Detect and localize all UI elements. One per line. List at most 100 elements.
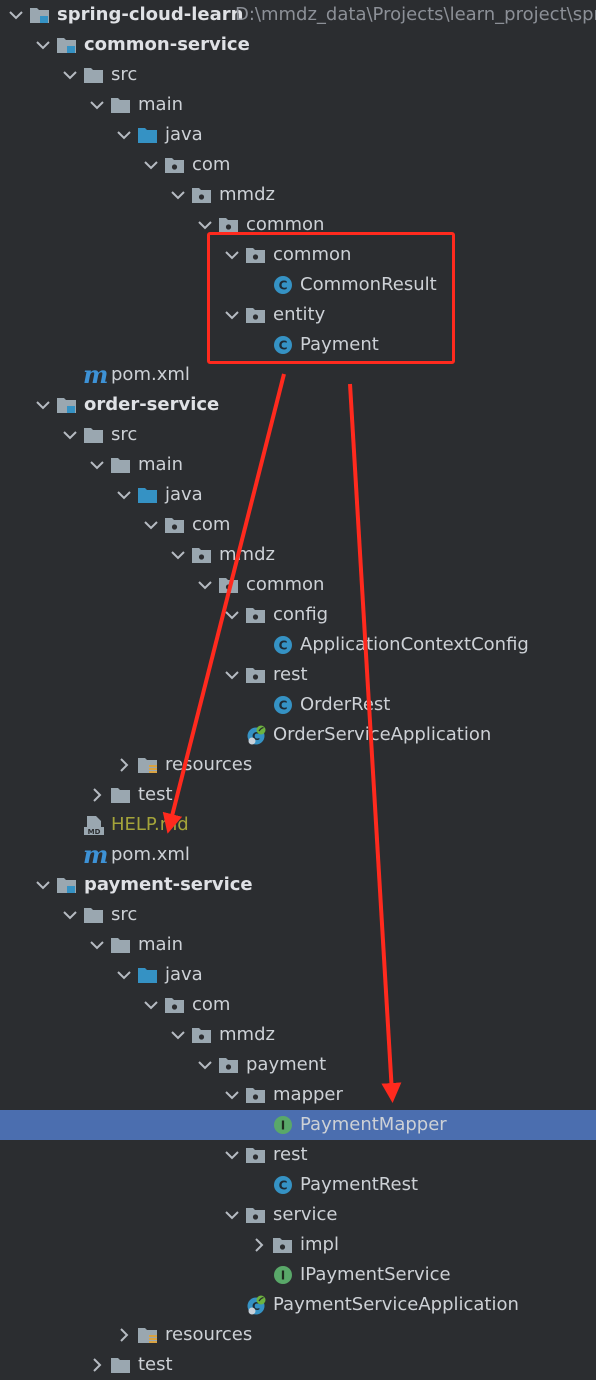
chevron-down-icon[interactable] — [196, 575, 214, 595]
tree-item-label: order-service — [84, 394, 220, 415]
tree-item-label: com — [192, 154, 231, 175]
tree-item-label: main — [138, 934, 183, 955]
svg-text:C: C — [279, 339, 288, 353]
tree-row-main[interactable]: main — [0, 930, 596, 960]
chevron-down-icon[interactable] — [169, 185, 187, 205]
tree-row-main[interactable]: main — [0, 90, 596, 120]
tree-item-label: spring-cloud-learn — [57, 4, 244, 25]
chevron-down-icon[interactable] — [88, 935, 106, 955]
tree-row-common[interactable]: common — [0, 240, 596, 270]
chevron-down-icon[interactable] — [34, 395, 52, 415]
chevron-down-icon[interactable] — [196, 215, 214, 235]
tree-item-label: config — [273, 604, 329, 625]
chevron-down-icon[interactable] — [115, 965, 133, 985]
folder-icon — [83, 425, 105, 445]
chevron-right-icon[interactable] — [88, 1355, 106, 1375]
chevron-down-icon[interactable] — [34, 35, 52, 55]
tree-item-label: src — [111, 904, 138, 925]
tree-row-com[interactable]: com — [0, 150, 596, 180]
tree-row-mapper[interactable]: mapper — [0, 1080, 596, 1110]
chevron-right-icon[interactable] — [115, 1325, 133, 1345]
chevron-right-icon[interactable] — [250, 1235, 268, 1255]
chevron-down-icon[interactable] — [115, 485, 133, 505]
package-icon — [245, 305, 267, 325]
tree-row-src[interactable]: src — [0, 60, 596, 90]
tree-row-entity[interactable]: entity — [0, 300, 596, 330]
tree-row-main[interactable]: main — [0, 450, 596, 480]
chevron-down-icon[interactable] — [142, 515, 160, 535]
tree-row-mmdz[interactable]: mmdz — [0, 1020, 596, 1050]
tree-row-mmdz[interactable]: mmdz — [0, 540, 596, 570]
tree-item-label: ApplicationContextConfig — [300, 634, 529, 655]
tree-item-label: java — [165, 964, 203, 985]
chevron-down-icon[interactable] — [88, 455, 106, 475]
tree-row-config[interactable]: config — [0, 600, 596, 630]
chevron-down-icon[interactable] — [61, 65, 79, 85]
source-folder-icon — [137, 485, 159, 505]
chevron-down-icon[interactable] — [169, 545, 187, 565]
chevron-down-icon[interactable] — [142, 995, 160, 1015]
chevron-down-icon[interactable] — [223, 1085, 241, 1105]
tree-row-common-service[interactable]: common-service — [0, 30, 596, 60]
tree-row-java[interactable]: java — [0, 960, 596, 990]
chevron-down-icon[interactable] — [61, 905, 79, 925]
chevron-down-icon[interactable] — [115, 125, 133, 145]
tree-row-rest[interactable]: rest — [0, 660, 596, 690]
tree-row-java[interactable]: java — [0, 120, 596, 150]
chevron-down-icon[interactable] — [196, 1055, 214, 1075]
chevron-down-icon[interactable] — [223, 665, 241, 685]
tree-row-com[interactable]: com — [0, 510, 596, 540]
tree-row-payment-service[interactable]: payment-service — [0, 870, 596, 900]
package-icon — [245, 1085, 267, 1105]
package-icon — [164, 995, 186, 1015]
tree-row-test[interactable]: test — [0, 780, 596, 810]
chevron-down-icon[interactable] — [223, 1145, 241, 1165]
chevron-down-icon[interactable] — [223, 1205, 241, 1225]
tree-row-rest[interactable]: rest — [0, 1140, 596, 1170]
tree-row-resources[interactable]: resources — [0, 750, 596, 780]
tree-item-label: main — [138, 94, 183, 115]
tree-row-common[interactable]: common — [0, 210, 596, 240]
tree-row-java[interactable]: java — [0, 480, 596, 510]
tree-row-common[interactable]: common — [0, 570, 596, 600]
chevron-down-icon[interactable] — [223, 245, 241, 265]
tree-row-order-service[interactable]: order-service — [0, 390, 596, 420]
tree-row-payment[interactable]: payment — [0, 1050, 596, 1080]
folder-icon — [110, 1355, 132, 1375]
markdown-icon: MD — [83, 815, 105, 836]
tree-row-mmdz[interactable]: mmdz — [0, 180, 596, 210]
tree-row-src[interactable]: src — [0, 420, 596, 450]
tree-row-test[interactable]: test — [0, 1350, 596, 1380]
chevron-right-icon[interactable] — [115, 755, 133, 775]
chevron-down-icon[interactable] — [223, 305, 241, 325]
tree-item-label: mmdz — [219, 1024, 275, 1045]
chevron-down-icon[interactable] — [169, 1025, 187, 1045]
tree-row-impl[interactable]: impl — [0, 1230, 596, 1260]
chevron-down-icon[interactable] — [7, 5, 25, 25]
chevron-down-icon[interactable] — [61, 425, 79, 445]
chevron-down-icon[interactable] — [223, 605, 241, 625]
tree-row-resources[interactable]: resources — [0, 1320, 596, 1350]
tree-row-src[interactable]: src — [0, 900, 596, 930]
chevron-right-icon[interactable] — [88, 785, 106, 805]
tree-row-service[interactable]: service — [0, 1200, 596, 1230]
tree-item-label: payment-service — [84, 874, 253, 895]
chevron-down-icon[interactable] — [88, 95, 106, 115]
source-folder-icon — [137, 965, 159, 985]
tree-row-com[interactable]: com — [0, 990, 596, 1020]
chevron-down-icon[interactable] — [34, 875, 52, 895]
chevron-down-icon[interactable] — [142, 155, 160, 175]
